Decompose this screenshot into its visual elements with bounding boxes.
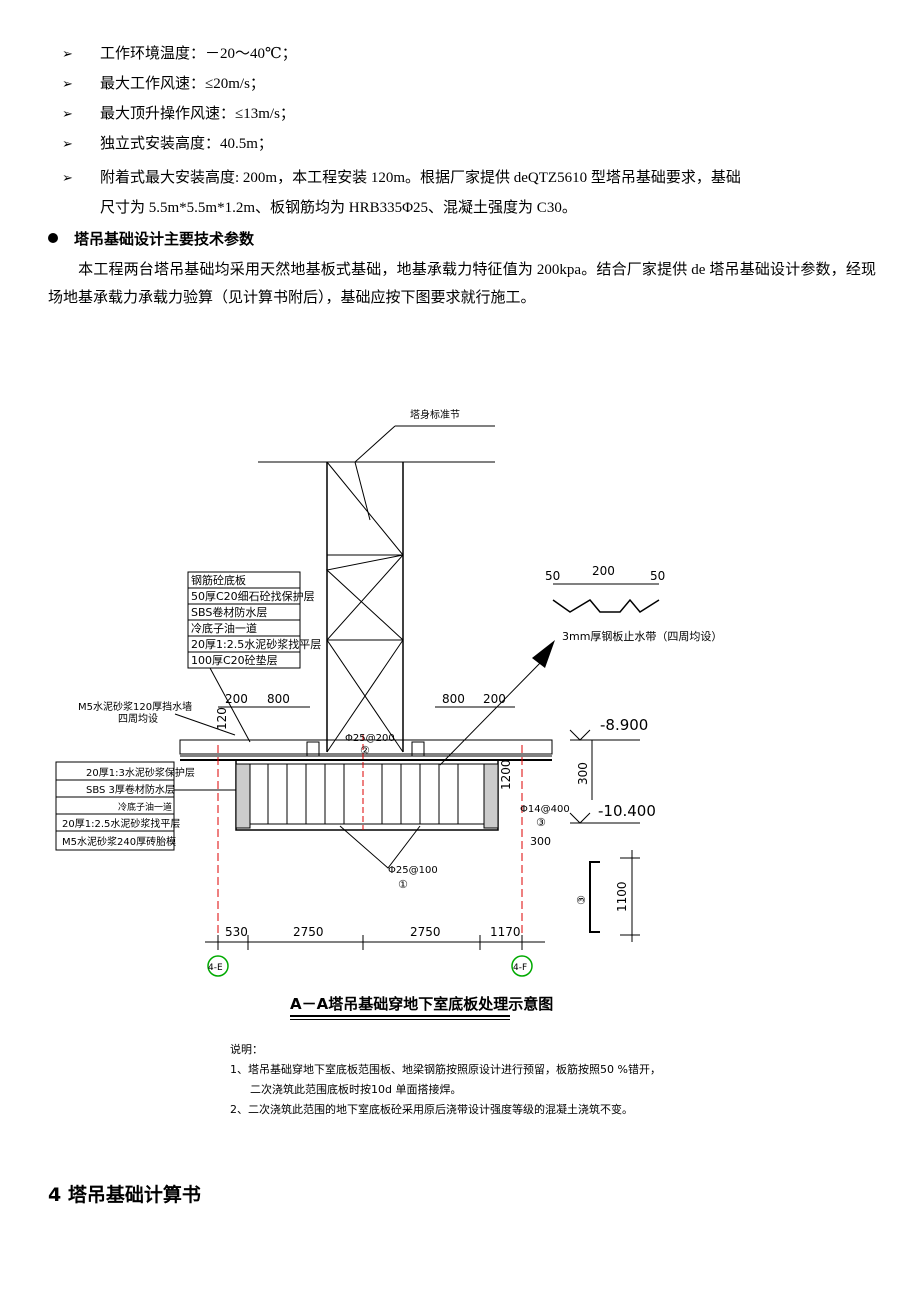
bottom-dim: 530 [225, 925, 248, 939]
dim-label: 800 [267, 692, 290, 706]
waterstop-dim: 200 [592, 564, 615, 578]
side-layer-label: M5水泥砂浆240厚砖胎模 [62, 835, 176, 848]
foundation-section-drawing: 塔身标准节 钢筋砼底板 50厚C20细石砼找保护层 SBS卷材防水层 冷底子油一… [55, 408, 722, 977]
dim-label: 120 [215, 707, 229, 730]
side-layer-label: 20厚1:2.5水泥砂浆找平层 [62, 817, 180, 830]
dim-label: 200 [225, 692, 248, 706]
caption-underline [290, 1015, 510, 1017]
bottom-dim: 1170 [490, 925, 521, 939]
axis-label: 4-E [208, 963, 223, 973]
layer-label: SBS卷材防水层 [191, 605, 267, 619]
notes-title: 说明： [230, 1043, 263, 1056]
note-item: 1、塔吊基础穿地下室底板范围板、地梁钢筋按照原设计进行预留，板筋按照50 %错开… [230, 1063, 661, 1076]
dim-label: 300 [576, 762, 590, 785]
wall-label: M5水泥砂浆120厚挡水墙 [78, 700, 192, 713]
bullet-item: ➢工作环境温度：－20～40℃； [62, 44, 297, 65]
bullet-dot-icon [48, 233, 58, 243]
rebar-label: Φ14@400 [520, 804, 570, 815]
drawing-caption: A－A塔吊基础穿地下室底板处理示意图 [290, 995, 554, 1013]
arrow-bullet-icon: ➢ [62, 47, 73, 62]
stirrup-dim: 1100 [615, 881, 629, 912]
bottom-dim: 2750 [410, 925, 441, 939]
bullet-continuation: 尺寸为 5.5m*5.5m*1.2m、板钢筋均为 HRB335Φ25、混凝土强度… [100, 200, 577, 216]
waterstop-dim: 50 [545, 569, 560, 583]
level-top: -8.900 [600, 716, 648, 734]
layer-label: 20厚1:2.5水泥砂浆找平层 [191, 637, 321, 651]
arrow-bullet-icon: ➢ [62, 107, 73, 122]
note-item: 二次浇筑此范围底板时按10d 单面搭接焊。 [250, 1083, 462, 1096]
tower-label: 塔身标准节 [410, 408, 460, 421]
bullet-item: ➢附着式最大安装高度: 200m，本工程安装 120m。根据厂家提供 deQTZ… [62, 168, 741, 189]
waterstop-label: 3mm厚钢板止水带（四周均设） [562, 629, 722, 643]
dim-label: 300 [530, 835, 551, 848]
bullet-item: ➢独立式安装高度：40.5m； [62, 134, 273, 155]
bottom-dim: 2750 [293, 925, 324, 939]
arrow-bullet-icon: ➢ [62, 77, 73, 92]
layer-label: 钢筋砼底板 [191, 573, 246, 587]
side-layer-label: 冷底子油一道 [118, 801, 172, 813]
rebar-number: ① [398, 878, 408, 891]
axis-bubble [207, 955, 229, 977]
drawing-notes: 说明： 1、塔吊基础穿地下室底板范围板、地梁钢筋按照原设计进行预留，板筋按照50… [230, 1040, 661, 1120]
layer-label: 50厚C20细石砼找保护层 [191, 589, 315, 603]
side-layer-label: SBS 3厚卷材防水层 [86, 783, 175, 796]
dim-label: 800 [442, 692, 465, 706]
axis-label: 4-F [513, 963, 527, 973]
stirrup-number: ③ [575, 895, 588, 905]
section-heading: 塔吊基础设计主要技术参数 [48, 228, 254, 249]
side-layer-label: 20厚1:3水泥砂浆保护层 [86, 766, 195, 779]
note-item: 2、二次浇筑此范围的地下室底板砼采用原后浇带设计强度等级的混凝土浇筑不变。 [230, 1103, 633, 1116]
caption-underline [290, 1019, 510, 1020]
arrow-bullet-icon: ➢ [62, 171, 73, 186]
rebar-number: ③ [536, 816, 546, 829]
rebar-label: Φ25@200 [345, 733, 395, 744]
section-title: 4 塔吊基础计算书 [48, 1184, 201, 1206]
bullet-item: ➢最大顶升操作风速：≤13m/s； [62, 104, 295, 125]
arrow-bullet-icon: ➢ [62, 137, 73, 152]
layer-label: 冷底子油一道 [191, 621, 257, 635]
rebar-number: ② [360, 744, 370, 757]
body-paragraph: 本工程两台塔吊基础均采用天然地基板式基础，地基承载力特征值为 200kpa。结合… [48, 262, 876, 306]
layer-label: 100厚C20砼垫层 [191, 653, 278, 667]
dim-label: 200 [483, 692, 506, 706]
wall-label: 四周均设 [118, 713, 158, 725]
rebar-label: Φ25@100 [388, 865, 438, 876]
bullet-item: ➢最大工作风速：≤20m/s； [62, 74, 265, 95]
waterstop-dim: 50 [650, 569, 665, 583]
level-bottom: -10.400 [598, 802, 656, 820]
axis-bubble [511, 955, 533, 977]
dim-label: 1200 [499, 759, 513, 790]
